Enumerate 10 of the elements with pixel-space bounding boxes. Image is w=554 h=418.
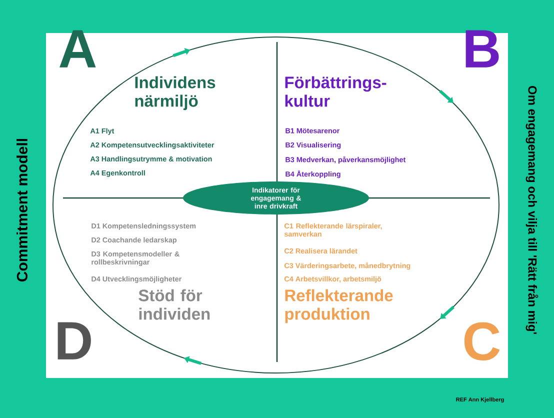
quadrant-letter: C [464, 322, 500, 360]
quadrant-letter: A [60, 30, 96, 68]
quadrant-letter: B [466, 30, 499, 68]
quadrant-heading: Förbättrings- kultur [285, 76, 386, 107]
side-title: Commitment modell [16, 139, 28, 282]
quadrant-letter: D [58, 322, 91, 360]
side-title: Om engagemang och vilja till 'Rätt från mig' [526, 86, 538, 334]
quadrant-heading: Individens närmiljö [135, 76, 216, 110]
quadrant-heading: Stöd för individen [138, 289, 210, 320]
quadrant-heading: Reflekterande produktion [285, 289, 393, 324]
